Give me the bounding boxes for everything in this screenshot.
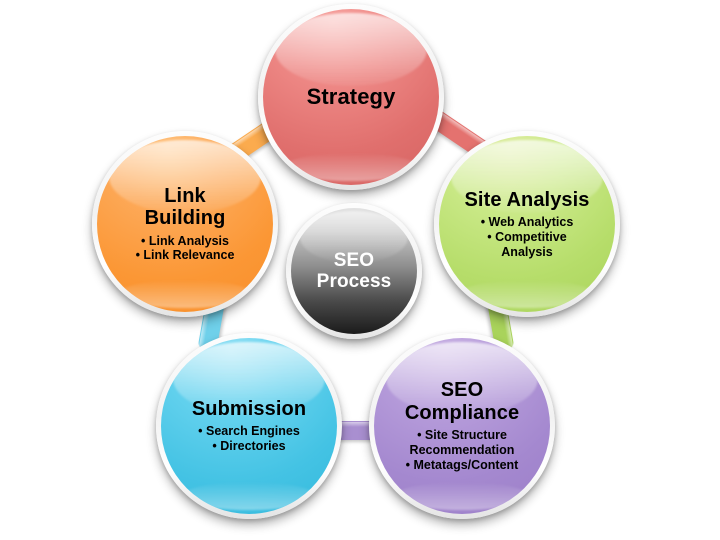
node-site-analysis[interactable]: Site Analysis • Web Analytics • Competit…: [434, 131, 620, 317]
connector-highlight: [313, 422, 409, 428]
node-face: [374, 338, 550, 514]
node-face: [161, 338, 337, 514]
node-title: Strategy: [306, 83, 396, 109]
node-content: Site Analysis • Web Analytics • Competit…: [458, 189, 595, 260]
node-bullets: • Web Analytics • Competitive Analysis: [464, 215, 589, 259]
node-face: [263, 9, 439, 185]
node-bottom-highlight: [395, 482, 529, 511]
node-title-line1: SEO: [440, 379, 484, 402]
node-content: Submission • Search Engines • Directorie…: [186, 398, 312, 454]
node-bottom-highlight: [118, 280, 252, 309]
node-content: Strategy: [301, 83, 402, 110]
bullet-item-continuation: Recommendation: [409, 443, 515, 458]
node-title-line1: Link: [164, 184, 206, 207]
bullet-item: • Metatags/Content: [405, 457, 519, 472]
node-content: SEO Compliance • Site Structure Recommen…: [399, 379, 525, 472]
bullet-item: • Search Engines: [198, 424, 300, 439]
node-title: Site Analysis: [464, 188, 590, 211]
node-face: [291, 208, 417, 334]
node-gloss-highlight: [109, 139, 261, 214]
node-bottom-highlight: [182, 482, 316, 511]
bullet-item: • Site Structure: [417, 428, 507, 443]
node-gloss-highlight: [173, 341, 325, 416]
node-gloss-highlight: [299, 210, 409, 264]
node-content: SEO Process: [311, 250, 398, 293]
bullet-item: • Web Analytics: [480, 215, 574, 230]
center-label-line2: Process: [316, 271, 392, 292]
node-seo-process-center[interactable]: SEO Process: [286, 203, 422, 339]
node-gloss-highlight: [275, 12, 427, 87]
node-bullets: • Site Structure Recommendation • Metata…: [405, 428, 519, 472]
node-bottom-highlight: [460, 280, 594, 309]
bullet-item: • Link Analysis: [141, 233, 229, 248]
node-title-line2: Building: [144, 207, 226, 230]
bullet-item: • Link Relevance: [135, 248, 235, 263]
node-submission[interactable]: Submission • Search Engines • Directorie…: [156, 333, 342, 519]
node-strategy[interactable]: Strategy: [258, 4, 444, 190]
node-face: [97, 136, 273, 312]
center-label-line1: SEO: [333, 249, 375, 271]
node-content: Link Building • Link Analysis • Link Rel…: [130, 185, 241, 263]
node-bullets: • Link Analysis • Link Relevance: [136, 234, 235, 264]
node-title-line2: Compliance: [404, 401, 520, 424]
bullet-item: • Competitive: [487, 229, 567, 244]
node-bullets: • Search Engines • Directories: [192, 424, 306, 454]
node-seo-compliance[interactable]: SEO Compliance • Site Structure Recommen…: [369, 333, 555, 519]
node-bottom-highlight: [284, 153, 418, 182]
node-gloss-highlight: [386, 341, 538, 416]
node-title: Submission: [191, 398, 307, 421]
node-face: [439, 136, 615, 312]
bullet-item: • Directories: [212, 439, 286, 454]
node-gloss-highlight: [451, 139, 603, 214]
bullet-item-continuation: Analysis: [501, 244, 553, 259]
node-link-building[interactable]: Link Building • Link Analysis • Link Rel…: [92, 131, 278, 317]
